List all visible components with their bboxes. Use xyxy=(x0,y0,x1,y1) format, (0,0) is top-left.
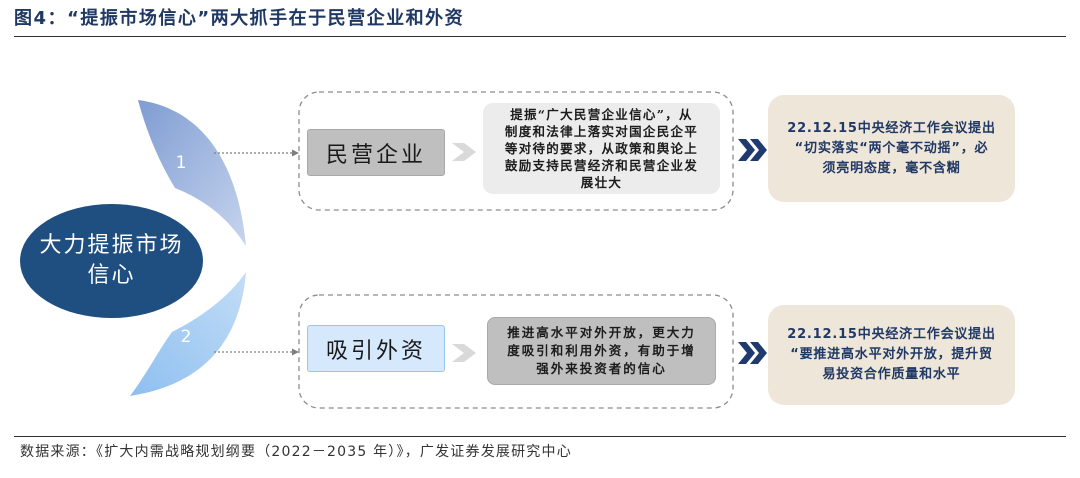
center-theme-line: 大力提振市场 xyxy=(39,233,184,258)
arrowhead-icon xyxy=(292,149,299,157)
description-line: 展壮大 xyxy=(580,175,623,190)
double-chevron-right-icon xyxy=(738,342,767,364)
description-line: 等对待的要求，从政策和舆论上 xyxy=(504,141,699,156)
description-line: 制度和法律上落实对国企民企平 xyxy=(504,124,699,139)
center-theme-line: 信心 xyxy=(87,263,136,288)
double-chevron-right-icon xyxy=(738,139,767,161)
chevron-right-icon xyxy=(452,344,476,362)
figure-title: 图4：“提振市场信心”两大抓手在于民营企业和外资 xyxy=(14,8,465,29)
branch-1-number: 1 xyxy=(176,153,187,173)
branch-2-label: 吸引外资 xyxy=(307,325,445,372)
policy-line: 易投资合作质量和水平 xyxy=(822,367,961,382)
branch-1-label: 民营企业 xyxy=(307,129,445,176)
branch-2-number: 2 xyxy=(181,327,192,347)
description-line: 鼓励支持民营经济和民营企业发 xyxy=(504,158,699,173)
branch-2-description: 推进高水平对外开放，更大力 度吸引和利用外资，有助于增 强外来投资者的信心 xyxy=(487,317,716,385)
branch-1-group-frame xyxy=(298,91,734,211)
connector-arrow-branch-1 xyxy=(214,149,299,157)
center-theme-ellipse: 大力提振市场 信心 xyxy=(20,204,203,318)
source-note: 数据来源：《扩大内需战略规划纲要（2022－2035 年）》，广发证券发展研究中… xyxy=(20,444,572,460)
policy-line: 22.12.15中央经济工作会议提出 xyxy=(787,120,996,136)
branch-2-policy-box: 22.12.15中央经济工作会议提出 “要推进高水平对外开放，提升贸 易投资合作… xyxy=(768,305,1015,405)
description-line: 提振“广大民营企业信心”，从 xyxy=(510,107,693,122)
branch-1-description: 提振“广大民营企业信心”，从 制度和法律上落实对国企民企平 等对待的要求，从政策… xyxy=(483,103,720,194)
title-divider xyxy=(14,36,1066,37)
branch-1-policy-box: 22.12.15中央经济工作会议提出 “切实落实“两个毫不动摇”，必 须亮明态度… xyxy=(768,95,1015,202)
description-line: 推进高水平对外开放，更大力 xyxy=(507,325,696,340)
arrowhead-icon xyxy=(292,348,299,356)
policy-line: “切实落实“两个毫不动摇”，必 xyxy=(794,140,989,156)
policy-line: 22.12.15中央经济工作会议提出 xyxy=(787,327,996,342)
policy-line: “要推进高水平对外开放，提升贸 xyxy=(790,347,993,362)
description-line: 度吸引和利用外资，有助于增 xyxy=(507,343,696,358)
source-divider xyxy=(14,436,1066,437)
connector-arrow-branch-2 xyxy=(214,348,299,356)
branch-2-arc xyxy=(130,272,246,396)
description-line: 强外来投资者的信心 xyxy=(536,361,667,376)
chevron-right-icon xyxy=(452,143,476,161)
policy-line: 须亮明态度，毫不含糊 xyxy=(822,160,961,176)
branch-1-arc xyxy=(138,100,246,246)
branch-2-group-frame xyxy=(298,294,734,409)
